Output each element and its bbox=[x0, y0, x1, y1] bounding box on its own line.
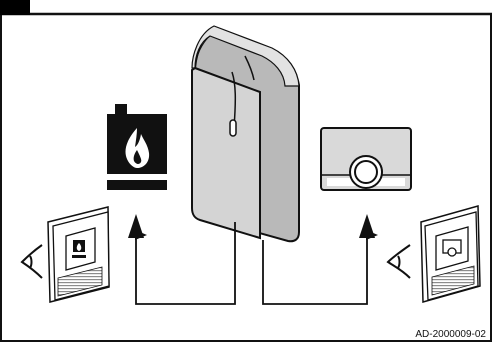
figure-code: AD-2000009-02 bbox=[415, 329, 486, 340]
arrow-up-right bbox=[359, 214, 375, 238]
thermostat-manual-booklet bbox=[420, 205, 481, 303]
eye-icon-left bbox=[20, 244, 43, 279]
connection-thermostat bbox=[262, 230, 378, 305]
boiler-manual-booklet bbox=[47, 206, 110, 303]
arrow-up-left bbox=[128, 214, 144, 238]
room-thermostat-panel bbox=[320, 127, 412, 191]
wall-mounted-control-unit bbox=[191, 25, 300, 243]
header-tab bbox=[0, 0, 30, 15]
eye-icon-right bbox=[386, 244, 411, 279]
connection-boiler bbox=[135, 222, 236, 305]
flame-in-boiler-icon bbox=[107, 104, 167, 190]
